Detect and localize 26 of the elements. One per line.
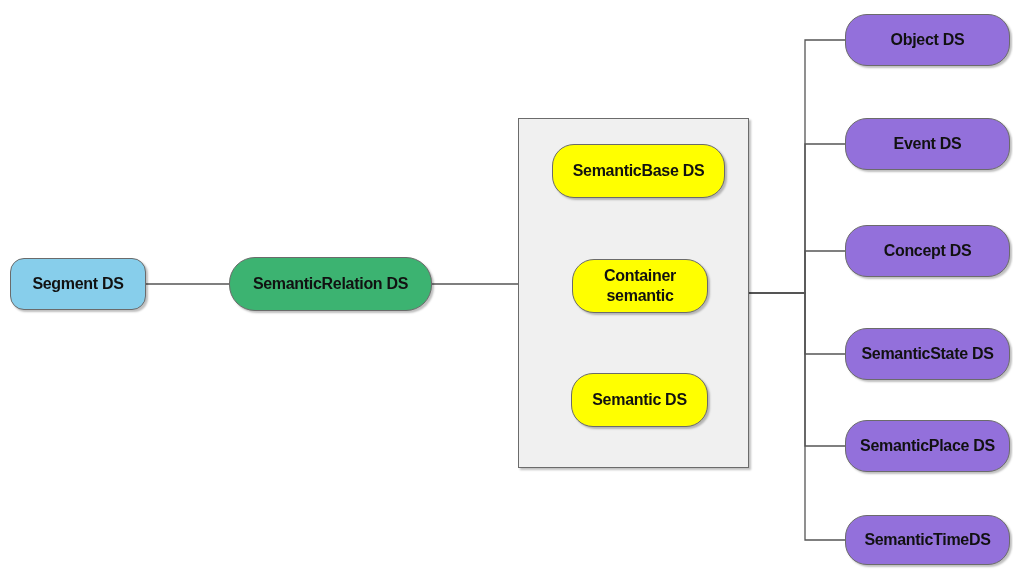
node-label: SemanticRelation DS	[252, 274, 409, 294]
node-label: SemanticPlace DS	[860, 436, 995, 456]
node-label: SemanticState DS	[861, 344, 994, 364]
pill-box	[845, 14, 1010, 66]
pill-box	[572, 259, 708, 313]
node-label: Semantic DS	[592, 390, 687, 410]
node-label: SemanticTimeDS	[864, 530, 991, 550]
connector-line	[145, 283, 230, 285]
pill-box	[845, 515, 1010, 565]
node-label: Concept DS	[883, 241, 972, 261]
pill-box	[845, 225, 1010, 277]
pill-box	[845, 420, 1010, 472]
node-label: Event DS	[893, 134, 962, 154]
pill-box	[845, 118, 1010, 170]
node-label: Segment DS	[32, 274, 124, 294]
node-label: Container semantic	[603, 266, 677, 306]
node-label: SemanticBase DS	[572, 161, 705, 181]
container-box	[518, 118, 749, 468]
pill-box	[552, 144, 725, 198]
connector-line	[431, 283, 519, 285]
pill-box	[229, 257, 432, 311]
rounded-box	[10, 258, 146, 310]
pill-box	[571, 373, 708, 427]
node-label: Object DS	[890, 30, 965, 50]
pill-box	[845, 328, 1010, 380]
connector-line	[748, 292, 846, 541]
